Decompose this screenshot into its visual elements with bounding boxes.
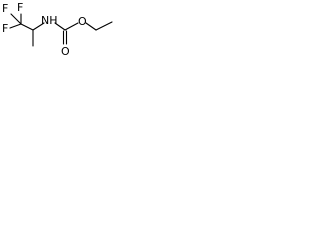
bonds: [9, 13, 113, 47]
bond-ester-o-ch2: [85, 22, 97, 31]
bond-nh-carbonyl: [54, 22, 66, 31]
bond-ch2-ch3: [95, 21, 113, 31]
atom-o-carbonyl: O: [61, 45, 70, 58]
bond-cf3-ch: [20, 23, 34, 31]
bond-carbonyl-ester-o: [64, 22, 79, 31]
atom-o-ester: O: [78, 15, 87, 28]
atom-f-top-right: F: [17, 1, 23, 14]
molecule-diagram: F F F NH O O: [2, 1, 113, 58]
bond-cf3-f-top-left: [10, 13, 22, 25]
atom-nh: NH: [41, 14, 58, 27]
atom-f-left: F: [2, 22, 8, 35]
bond-ch-nh: [32, 22, 45, 31]
bond-cf3-f-left: [9, 23, 22, 29]
atom-f-top-left: F: [2, 2, 8, 15]
structure-canvas: F F F NH O O: [0, 0, 126, 62]
atom-labels: F F F NH O O: [2, 1, 87, 58]
